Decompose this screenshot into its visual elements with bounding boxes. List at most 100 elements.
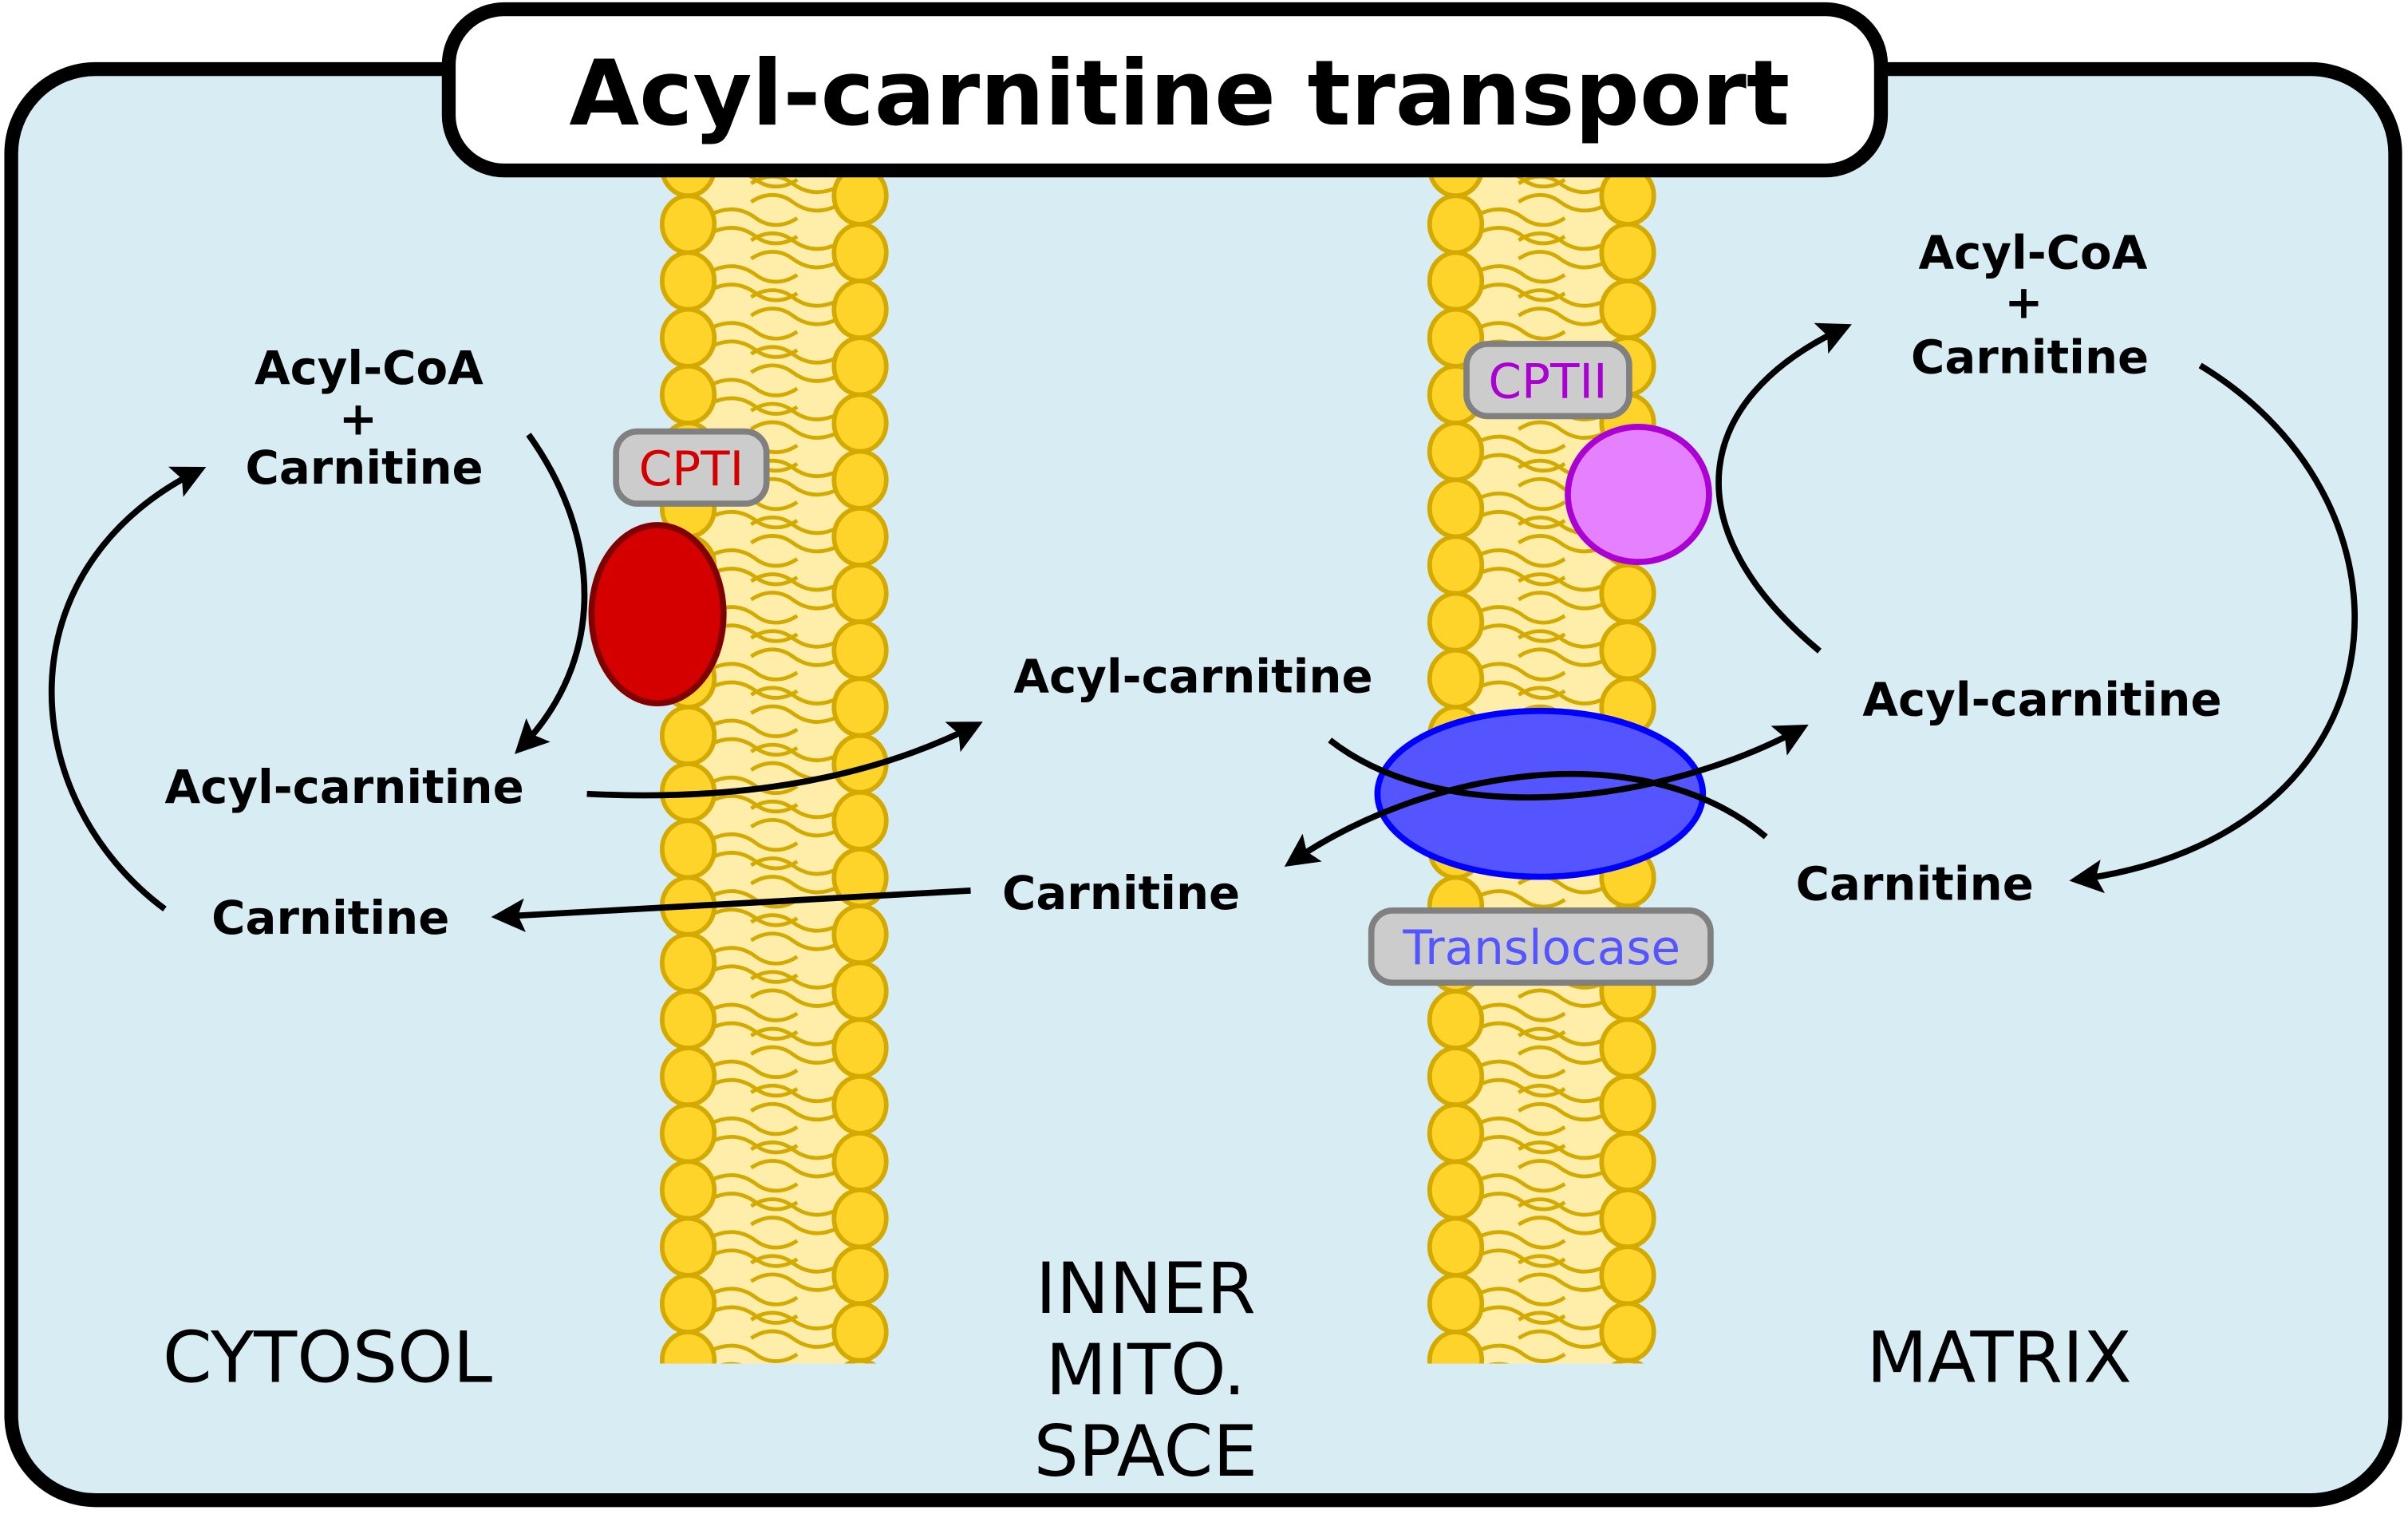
lipid-tail [750, 534, 840, 554]
lipid-tail [1476, 321, 1566, 341]
lipid-head [659, 250, 717, 312]
lipid-tail [709, 718, 799, 738]
lipid-head [659, 1330, 717, 1364]
lipid-tail [1476, 226, 1566, 246]
lipid-head [1599, 619, 1656, 682]
lipid-head [1599, 279, 1656, 341]
title-box [441, 2, 1889, 178]
lipid-head [831, 1188, 889, 1250]
lipid-tail [1518, 988, 1608, 1008]
lipid-tail [709, 1077, 799, 1098]
lipid-head [1427, 1330, 1485, 1364]
lipid-head [1427, 193, 1485, 255]
lipid-tail [1518, 1045, 1608, 1065]
lipid-head [1427, 591, 1485, 653]
lipid-head [1599, 1244, 1656, 1306]
lipid-head [1427, 1272, 1485, 1334]
lipid-tail [1476, 1021, 1566, 1041]
lipid-tail [709, 510, 799, 530]
lipid-tail [1476, 680, 1566, 700]
lipid-head [1427, 989, 1485, 1050]
lipid-tail [750, 420, 840, 440]
lipid-tail [750, 1045, 840, 1065]
lipid-tail [709, 1230, 799, 1250]
lipid-head [1611, 1358, 1644, 1364]
lipid-head [659, 193, 717, 255]
lipid-tail [750, 192, 840, 213]
lipid-tail [709, 793, 799, 814]
lipid-tail [750, 1272, 840, 1292]
lipid-head [831, 1017, 889, 1079]
lipid-tail [1476, 510, 1566, 530]
region-inner-space-label-line1: INNER [1036, 1247, 1256, 1330]
lipid-tail [750, 363, 840, 383]
lipid-tail [750, 250, 840, 270]
lipid-tail [709, 264, 799, 284]
lipid-tail [709, 964, 799, 984]
lipid-tail [1476, 548, 1566, 568]
lipid-head [659, 1102, 717, 1164]
lipid-head [831, 563, 889, 625]
matrix-plus: + [2004, 275, 2043, 329]
lipid-tail [1518, 1101, 1608, 1122]
diagram-title: Acyl-carnitine transport [569, 41, 1790, 146]
lipid-head [831, 449, 889, 511]
lipid-head [831, 222, 889, 283]
lipid-tail [1476, 283, 1566, 302]
lipid-tail [709, 548, 799, 568]
lipid-tail [1518, 306, 1608, 326]
cytosol-carnitine-reactant: Carnitine [246, 441, 484, 495]
cpt1-label: CPTI [639, 442, 744, 497]
lipid-tail [1476, 1305, 1566, 1325]
lipid-tail [709, 208, 799, 227]
lipid-tail [1518, 250, 1608, 270]
lipid-tail [1476, 1059, 1566, 1080]
lipid-head [659, 931, 717, 994]
lipid-tail [709, 1248, 799, 1268]
lipid-head [831, 903, 889, 966]
arrow-carnitine-return-matrix [2069, 362, 2358, 894]
matrix-acyl-coa: Acyl-CoA [1918, 226, 2147, 280]
lipid-head [1599, 1301, 1656, 1363]
lipid-head [1427, 421, 1485, 483]
lipid-tail [1476, 1192, 1566, 1212]
lipid-head [1599, 1017, 1656, 1079]
lipid-head [831, 1301, 889, 1363]
cytosol-acyl-carnitine: Acyl-carnitine [164, 760, 523, 814]
lipid-head [831, 619, 889, 682]
lipid-tail [709, 832, 799, 852]
lipid-tail [1476, 623, 1566, 643]
lipid-head [659, 306, 717, 369]
lipid-head [831, 505, 889, 567]
lipid-tail [1476, 453, 1566, 473]
lipid-head [659, 1046, 717, 1108]
lipid-tail [750, 1159, 840, 1179]
lipid-head [1427, 477, 1485, 540]
lipid-tail [709, 1343, 799, 1363]
lipid-tail [709, 1135, 799, 1155]
lipid-head [1599, 222, 1656, 283]
lipid-tail [1476, 1248, 1566, 1268]
lipid-head [659, 1216, 717, 1278]
lipid-head [1427, 1216, 1485, 1278]
lipid-tail [709, 283, 799, 302]
translocase-label-badge: Translocase [1368, 907, 1714, 986]
matrix-carnitine: Carnitine [1796, 856, 2034, 911]
lipid-tail [1476, 1287, 1566, 1306]
arrow-carnitine-across-outer-membrane [491, 887, 971, 932]
lipid-tail [750, 931, 840, 951]
lipid-tail [1476, 172, 1566, 189]
arrow-acylcoa-to-acylcarnitine-cytosol [514, 433, 588, 754]
lipid-head [831, 279, 889, 341]
lipid-head [1599, 1073, 1656, 1136]
lipid-tail [709, 662, 799, 682]
cytosol-acyl-coa: Acyl-CoA [255, 341, 484, 395]
cpt2-label-badge: CPTII [1463, 341, 1632, 420]
lipid-head [659, 989, 717, 1050]
lipid-head [1427, 647, 1485, 710]
arrow-acylcarnitine-across-outer-membrane [586, 721, 983, 799]
lipid-tail [709, 1021, 799, 1041]
lipid-head [1427, 1046, 1485, 1108]
intermembrane-carnitine: Carnitine [1002, 866, 1240, 920]
lipid-tail [1476, 605, 1566, 625]
